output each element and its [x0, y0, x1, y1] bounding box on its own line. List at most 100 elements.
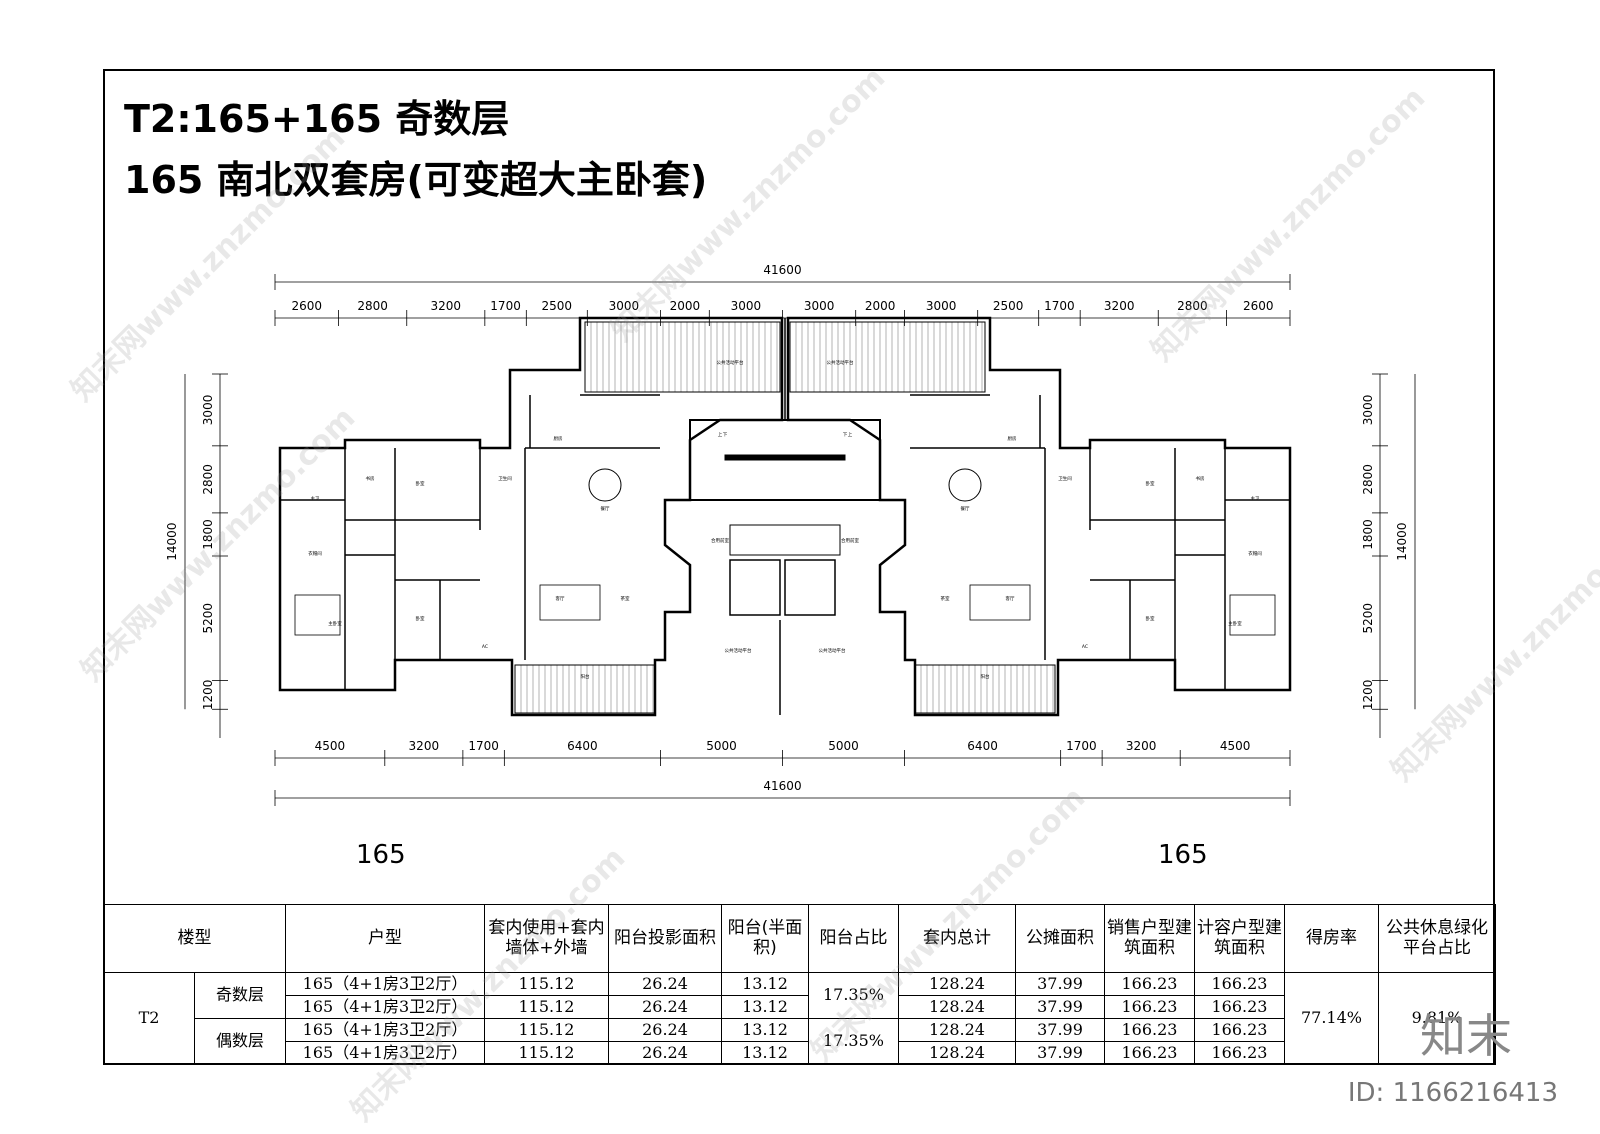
cell-interior: 115.12 — [484, 995, 609, 1019]
area-table: 楼型 户型 套内使用+套内墙体+外墙 阳台投影面积 阳台(半面积) 阳台占比 套… — [103, 904, 1496, 1065]
room-balcony: 阳台 — [581, 673, 590, 680]
cell-balcony-proj: 26.24 — [608, 1018, 722, 1042]
room-closet: 衣帽间 — [1248, 550, 1262, 557]
room-labels: 厨房厨房餐厅餐厅客厅客厅茶室茶室卧室卧室书房书房主卫主卫衣帽间衣帽间主卧室主卧室… — [308, 359, 1262, 680]
cell-far: 166.23 — [1194, 1041, 1285, 1065]
dimension-label: 1700 — [490, 299, 521, 313]
walls — [278, 316, 1292, 717]
dimension-label: 2800 — [357, 299, 388, 313]
cell-ratio-even: 17.35% — [808, 1018, 899, 1065]
dimension-label: 3000 — [731, 299, 762, 313]
dimension-label: 2000 — [865, 299, 896, 313]
room-master-bedroom: 主卧室 — [1228, 620, 1242, 627]
cell-floor-even: 偶数层 — [194, 1018, 286, 1065]
room-dining: 餐厅 — [961, 505, 970, 512]
room-closet: 衣帽间 — [308, 550, 322, 557]
cell-shared: 37.99 — [1015, 1018, 1105, 1042]
cell-balcony-proj: 26.24 — [608, 995, 722, 1019]
dimension-lines — [184, 274, 1416, 806]
stair-bar — [724, 454, 846, 461]
room-platform-top: 公共活动平台 — [827, 359, 854, 366]
dimension-total-right: 14000 — [1395, 523, 1409, 561]
header-shared-area: 公摊面积 — [1015, 904, 1105, 973]
room-balcony: 阳台 — [981, 673, 990, 680]
balcony-right — [914, 664, 1056, 714]
cell-interior: 115.12 — [484, 1041, 609, 1065]
stair-up: 上 — [848, 431, 853, 438]
header-balcony-projection: 阳台投影面积 — [608, 904, 722, 973]
cell-shared: 37.99 — [1015, 972, 1105, 996]
dimension-label: 3000 — [804, 299, 835, 313]
header-building-type: 楼型 — [103, 904, 286, 973]
table-row: T2 奇数层 165（4+1房3卫2厅） 115.12 26.24 13.12 … — [103, 972, 1496, 1065]
cell-interior-total: 128.24 — [898, 995, 1016, 1019]
room-bathroom: 卫生间 — [498, 475, 512, 482]
dimension-label: 5000 — [706, 739, 737, 753]
cell-balcony-half: 13.12 — [721, 995, 809, 1019]
dimension-label: 3200 — [1126, 739, 1157, 753]
dimension-label: 2800 — [1361, 464, 1375, 495]
cell-balcony-half: 13.12 — [721, 972, 809, 996]
room-elevator-hall: 合用前室 — [711, 537, 729, 544]
table-row: 165（4+1房3卫2厅） 115.12 26.24 13.12 128.24 … — [104, 1041, 1496, 1065]
dimension-label: 2600 — [291, 299, 322, 313]
cell-floor-odd: 奇数层 — [194, 972, 286, 1019]
cell-efficiency: 77.14% — [1284, 972, 1379, 1065]
dimension-label: 6400 — [567, 739, 598, 753]
dimension-label: 1200 — [201, 680, 215, 711]
room-bedroom: 卧室 — [416, 480, 425, 487]
image-id: ID: 1166216413 — [1347, 1078, 1558, 1108]
room-master-bath: 主卫 — [1251, 495, 1260, 502]
elevator-left — [729, 559, 781, 616]
terrace-top-right — [789, 321, 986, 393]
cell-building: T2 — [103, 972, 195, 1065]
room-kitchen: 厨房 — [554, 435, 563, 442]
room-platform-top: 公共活动平台 — [717, 359, 744, 366]
dimension-label: 3000 — [201, 395, 215, 426]
cell-interior-total: 128.24 — [898, 1018, 1016, 1042]
dimension-label: 1200 — [1361, 680, 1375, 711]
floor-plan: 41600 2600 2800 3200 1700 2500 3000 2000 3000 300… — [165, 263, 1416, 806]
cell-unit: 165（4+1房3卫2厅） — [285, 1041, 485, 1065]
cell-balcony-half: 13.12 — [721, 1041, 809, 1065]
dimension-label: 5200 — [1361, 603, 1375, 634]
cell-sales: 166.23 — [1104, 1018, 1195, 1042]
dimension-total-bottom: 41600 — [763, 779, 801, 793]
ac-unit: AC — [1082, 644, 1088, 650]
dining-table-right — [948, 468, 982, 502]
cell-far: 166.23 — [1194, 972, 1285, 996]
title-line-1: T2:165+165 奇数层 — [124, 97, 510, 141]
dimension-label: 3000 — [926, 299, 957, 313]
stair-up: 上 — [718, 431, 723, 438]
header-sales-area: 销售户型建筑面积 — [1104, 904, 1195, 973]
room-living: 客厅 — [556, 595, 565, 602]
dimension-label: 1800 — [1361, 519, 1375, 550]
dining-table-left — [588, 468, 622, 502]
unit-outline-right — [786, 316, 1292, 717]
dimension-label: 1800 — [201, 519, 215, 550]
header-platform-ratio: 公共休息绿化平台占比 — [1378, 904, 1496, 973]
cell-sales: 166.23 — [1104, 995, 1195, 1019]
room-study: 书房 — [1196, 475, 1205, 482]
cell-interior: 115.12 — [484, 1018, 609, 1042]
dimension-label: 2500 — [993, 299, 1024, 313]
cell-sales: 166.23 — [1104, 972, 1195, 996]
sofa-left — [539, 584, 601, 621]
cell-balcony-half: 13.12 — [721, 1018, 809, 1042]
cell-ratio-odd: 17.35% — [808, 972, 899, 1019]
bed-master-left — [294, 594, 341, 636]
dimension-label: 3200 — [409, 739, 440, 753]
room-bedroom-2: 卧室 — [416, 615, 425, 622]
dimension-labels: 41600 2600 2800 3200 1700 2500 3000 2000 3000 300… — [165, 263, 1409, 793]
unit-label-right: 165 — [1158, 840, 1208, 870]
cell-balcony-proj: 26.24 — [608, 1041, 722, 1065]
dimension-label: 1700 — [1044, 299, 1075, 313]
room-living: 客厅 — [1006, 595, 1015, 602]
room-dining: 餐厅 — [601, 505, 610, 512]
cell-shared: 37.99 — [1015, 1041, 1105, 1065]
terrace-top-left — [584, 321, 781, 393]
cell-shared: 37.99 — [1015, 995, 1105, 1019]
dimension-label: 3200 — [431, 299, 462, 313]
room-bedroom: 卧室 — [1146, 480, 1155, 487]
logo: 知末 — [1420, 1009, 1512, 1063]
